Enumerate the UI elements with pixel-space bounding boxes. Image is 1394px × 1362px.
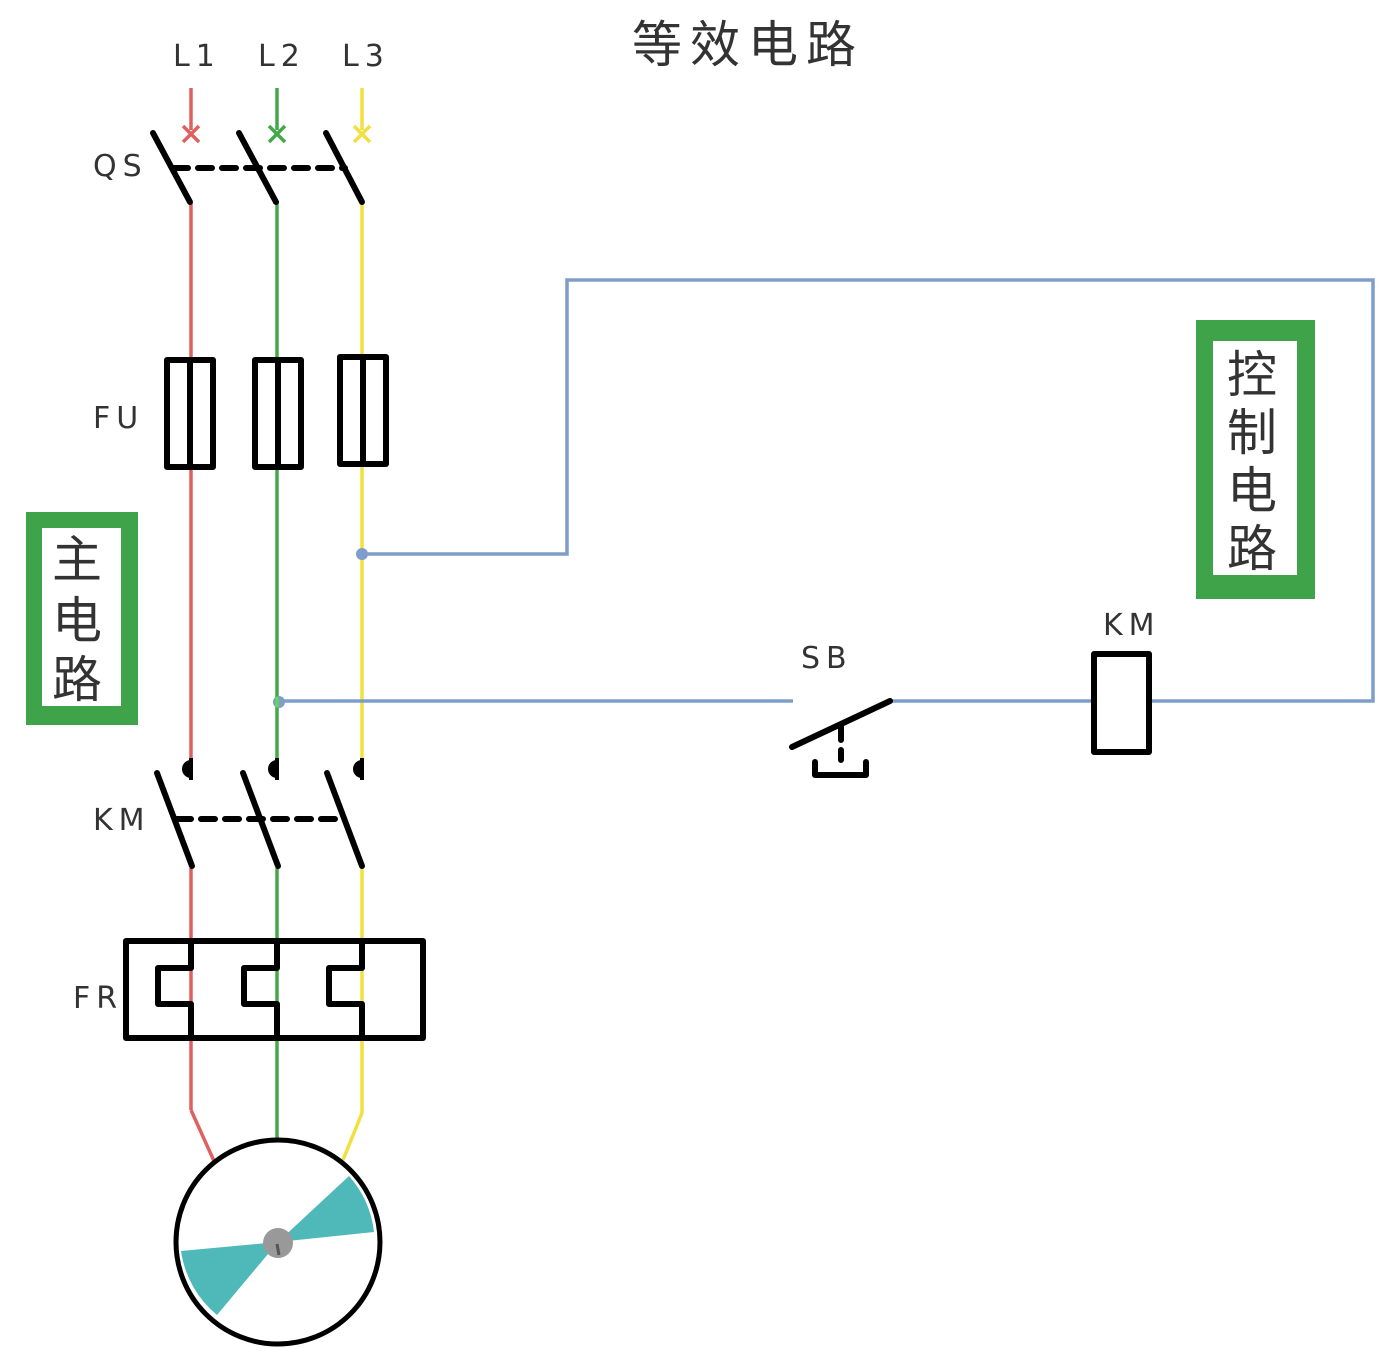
phase-label-l2: L2 xyxy=(258,39,306,74)
fr-thermal-relay xyxy=(123,938,426,1041)
svg-text:路: 路 xyxy=(1227,520,1277,578)
motor-hub xyxy=(263,1228,293,1258)
svg-text:路: 路 xyxy=(52,651,102,709)
phase-label-l1: L1 xyxy=(173,39,221,74)
km-coil xyxy=(1091,651,1152,755)
control-circuit-label: 控 制 电 路 xyxy=(1196,320,1315,599)
svg-text:控: 控 xyxy=(1227,346,1277,404)
terminal-x-icon xyxy=(352,124,372,144)
fr-label: FR xyxy=(73,981,123,1016)
phase-wire-l2 xyxy=(267,88,287,1140)
svg-text:制: 制 xyxy=(1227,404,1277,462)
svg-text:电: 电 xyxy=(1227,462,1277,520)
junction-dot xyxy=(273,696,285,708)
terminal-x-icon xyxy=(267,124,287,144)
phase-label-l3: L3 xyxy=(342,39,390,74)
qs-label: QS xyxy=(93,149,148,184)
motor-blade xyxy=(278,1176,374,1242)
km-coil-label: KM xyxy=(1103,608,1161,643)
control-circuit-wires xyxy=(273,278,1375,708)
motor-blade xyxy=(181,1242,278,1315)
sb-label: SB xyxy=(801,641,853,676)
phase-wire-l3 xyxy=(341,88,372,1161)
motor-icon xyxy=(173,1137,383,1347)
main-circuit-label: 主 电 路 xyxy=(26,512,138,725)
km-contact-label: KM xyxy=(93,803,151,838)
sb-push-button xyxy=(789,698,893,778)
fu-fuses xyxy=(164,354,389,470)
fu-label: FU xyxy=(93,401,144,436)
diagram-title: 等效电路 xyxy=(632,16,864,74)
terminal-x-icon xyxy=(181,124,201,144)
qs-disconnect-switch xyxy=(150,130,365,205)
svg-text:电: 电 xyxy=(52,592,102,650)
junction-dot xyxy=(356,548,368,560)
phase-wire-l1 xyxy=(181,88,216,1162)
svg-text:主: 主 xyxy=(52,531,102,589)
km-main-contacts xyxy=(154,758,365,869)
